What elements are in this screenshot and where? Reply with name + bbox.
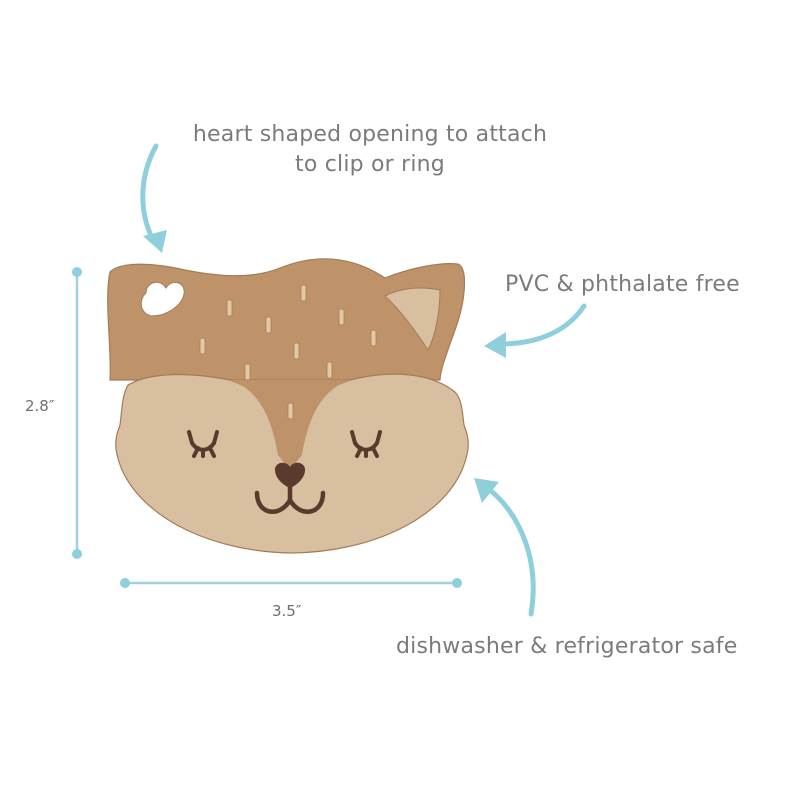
fox-teether-illustration xyxy=(107,258,469,554)
heart-nose-icon xyxy=(274,462,306,488)
height-dimension-line xyxy=(72,267,82,559)
inner-ear-icon xyxy=(384,287,441,351)
arrow-icon xyxy=(140,143,167,253)
arrow-icon xyxy=(474,478,536,617)
heart-opening-icon xyxy=(140,281,185,317)
closed-eye-right-icon xyxy=(350,430,382,458)
width-dimension-label: 3.5″ xyxy=(272,602,302,620)
width-dimension-line xyxy=(120,578,462,588)
callout-heart-line-1: heart shaped opening to attach xyxy=(192,122,548,147)
callout-pvc-free: PVC & phthalate free xyxy=(505,272,740,297)
callout-heart-line-2: to clip or ring xyxy=(295,152,445,177)
callout-heart-opening: heart shaped opening to attach to clip o… xyxy=(160,120,580,180)
arrow-icon xyxy=(484,303,587,358)
closed-eye-left-icon xyxy=(187,430,219,458)
callout-dishwasher-safe: dishwasher & refrigerator safe xyxy=(396,634,738,659)
height-dimension-label: 2.8″ xyxy=(25,397,55,415)
fur-marks xyxy=(199,284,377,420)
